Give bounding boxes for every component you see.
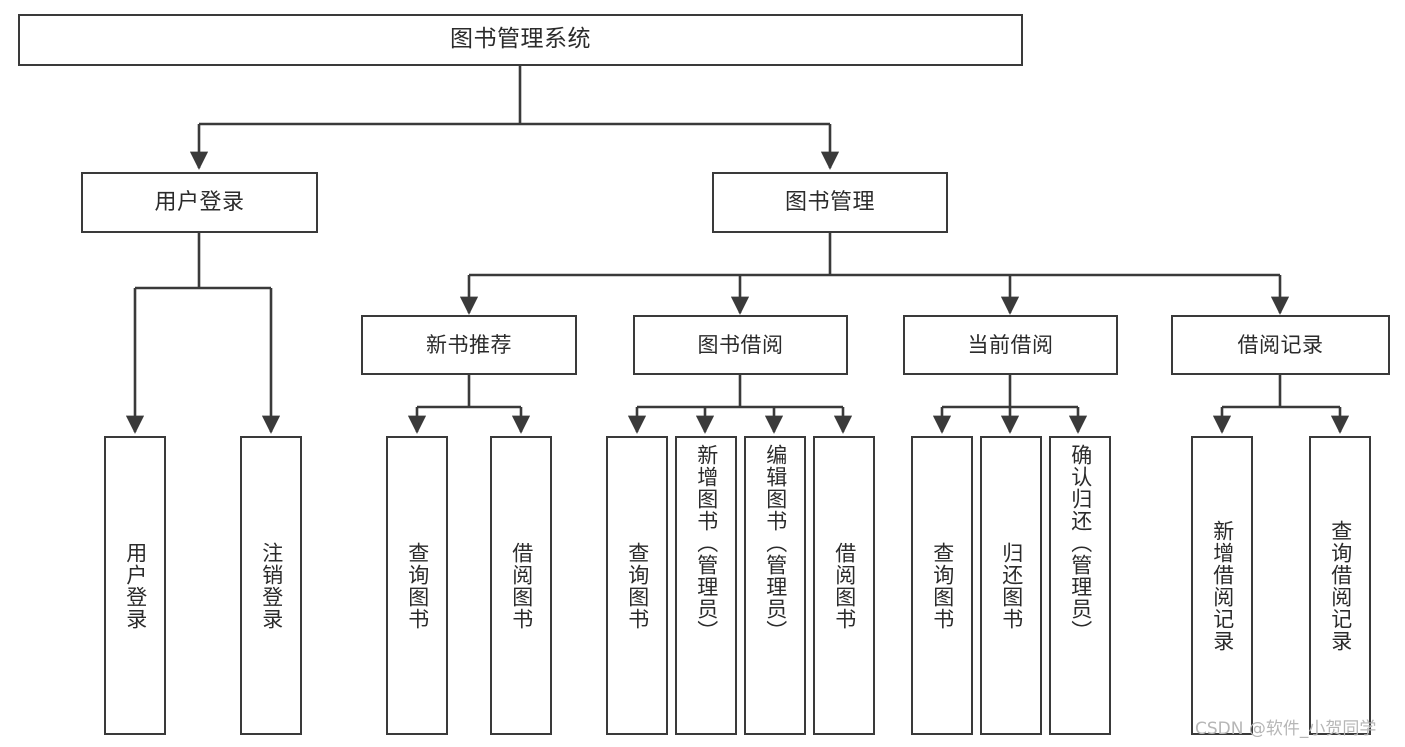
node-leaf-add-book[interactable]: 新增图书（管理员） [675, 436, 737, 735]
node-new-book-recommend[interactable]: 新书推荐 [361, 315, 577, 375]
node-label: 借阅图书 [509, 541, 534, 630]
node-label: 图书借阅 [697, 332, 784, 357]
node-leaf-query-book-2[interactable]: 查询图书 [606, 436, 668, 735]
node-label: 借阅图书 [832, 541, 857, 630]
node-label: 新增借阅记录 [1210, 519, 1235, 652]
node-borrow-record[interactable]: 借阅记录 [1171, 315, 1390, 375]
node-leaf-user-login[interactable]: 用户登录 [104, 436, 166, 735]
node-label: 新书推荐 [426, 332, 512, 357]
node-leaf-confirm-return[interactable]: 确认归还（管理员） [1049, 436, 1111, 735]
node-current-borrow[interactable]: 当前借阅 [903, 315, 1118, 375]
node-label: 查询借阅记录 [1328, 519, 1353, 652]
node-label: 编辑图书（管理员） [763, 444, 788, 642]
node-user-login[interactable]: 用户登录 [81, 172, 318, 233]
node-leaf-query-book-3[interactable]: 查询图书 [911, 436, 973, 735]
node-book-borrow[interactable]: 图书借阅 [633, 315, 848, 375]
node-label: 归还图书 [999, 541, 1024, 630]
node-label: 查询图书 [625, 541, 650, 630]
node-leaf-add-record[interactable]: 新增借阅记录 [1191, 436, 1253, 735]
node-leaf-query-record[interactable]: 查询借阅记录 [1309, 436, 1371, 735]
node-label: 用户登录 [154, 189, 245, 215]
node-root-system[interactable]: 图书管理系统 [18, 14, 1023, 66]
node-label: 注销登录 [259, 541, 284, 630]
node-label: 确认归还（管理员） [1068, 444, 1093, 642]
node-label: 查询图书 [930, 541, 955, 630]
node-label: 当前借阅 [967, 332, 1054, 357]
node-book-manage[interactable]: 图书管理 [712, 172, 948, 233]
node-leaf-return-book[interactable]: 归还图书 [980, 436, 1042, 735]
node-label: 图书管理 [784, 189, 875, 215]
node-label: 新增图书（管理员） [694, 444, 719, 642]
node-leaf-logout-login[interactable]: 注销登录 [240, 436, 302, 735]
node-leaf-borrow-book-2[interactable]: 借阅图书 [813, 436, 875, 735]
node-label: 用户登录 [123, 541, 148, 630]
node-label: 图书管理系统 [450, 26, 591, 53]
node-leaf-borrow-book-1[interactable]: 借阅图书 [490, 436, 552, 735]
node-label: 借阅记录 [1237, 332, 1324, 357]
node-leaf-query-book-1[interactable]: 查询图书 [386, 436, 448, 735]
node-leaf-edit-book[interactable]: 编辑图书（管理员） [744, 436, 806, 735]
node-label: 查询图书 [405, 541, 430, 630]
